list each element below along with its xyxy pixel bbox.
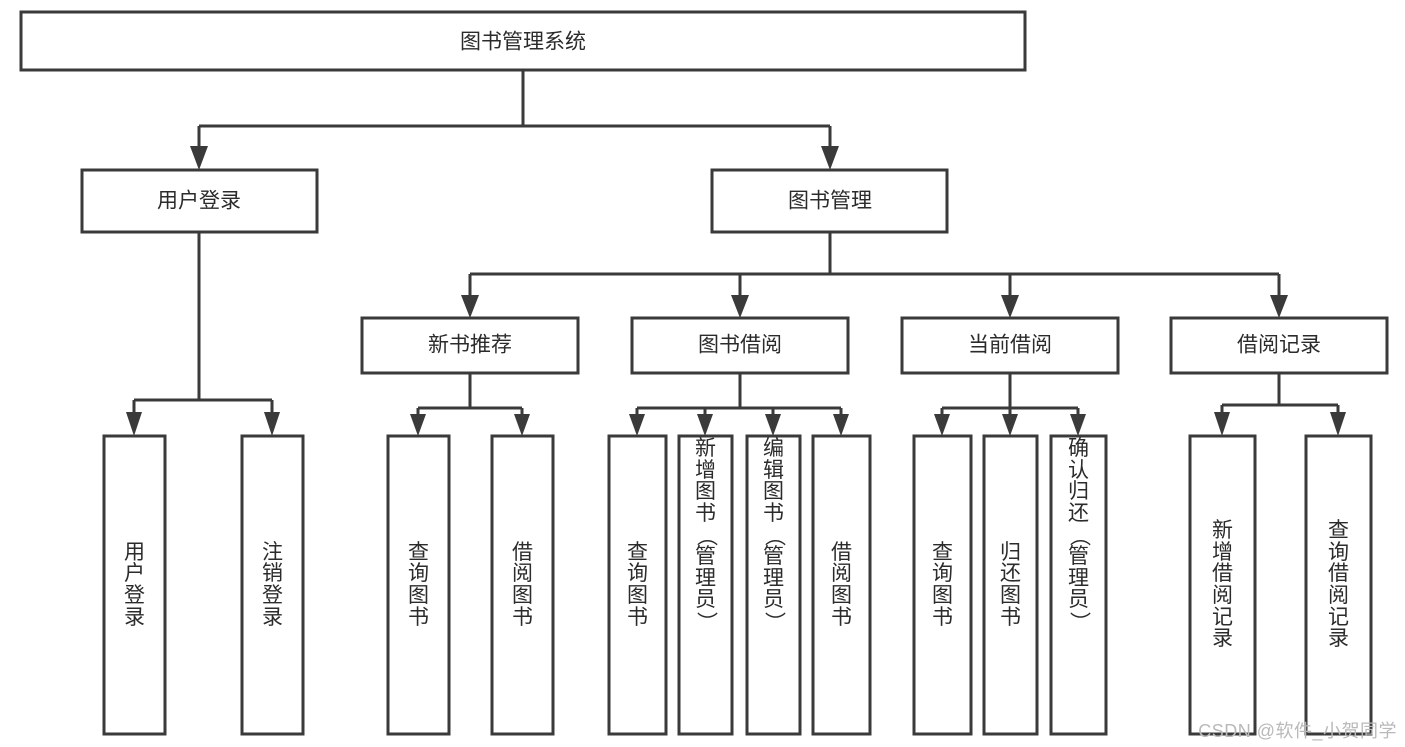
node-newbook-label: 新书推荐	[428, 334, 512, 357]
arrow-leaf-query-book-1	[410, 414, 426, 436]
arrow-leaf-borrow-book-2	[833, 414, 849, 436]
arrow-leaf-return-book	[1002, 414, 1018, 436]
node-records-label: 借阅记录	[1237, 334, 1321, 357]
arrow-leaf-query-record	[1330, 412, 1346, 436]
node-leaf-query-book-2[interactable]	[607, 434, 668, 736]
node-login[interactable]	[80, 168, 319, 234]
node-leaf-borrow-book-1[interactable]	[490, 434, 555, 736]
node-leaf-query-book-3[interactable]	[912, 434, 973, 736]
node-bookmgmt[interactable]	[710, 168, 949, 234]
arrow-leaf-add-record	[1214, 412, 1230, 436]
node-bookmgmt-label: 图书管理	[788, 190, 872, 213]
arrow-leaf-add-book	[697, 414, 713, 436]
node-current-label: 当前借阅	[968, 334, 1052, 357]
arrow-leaf-query-book-2	[629, 414, 645, 436]
node-leaf-add-book[interactable]	[677, 434, 734, 736]
node-leaf-user-login[interactable]	[102, 434, 167, 736]
arrow-leaf-user-login	[126, 412, 142, 436]
arrow-leaf-edit-book	[765, 414, 781, 436]
csdn-watermark: CSDN @软件_小贺同学	[1198, 721, 1397, 741]
arrow-to-borrow	[731, 295, 749, 318]
arrow-to-current	[1001, 295, 1019, 318]
arrow-to-newbook	[461, 295, 479, 318]
node-leaf-borrow-book-2[interactable]	[811, 434, 872, 736]
node-newbook[interactable]	[360, 316, 580, 375]
node-leaf-add-record[interactable]	[1188, 434, 1257, 736]
node-leaf-confirm-return[interactable]	[1049, 434, 1108, 736]
arrow-leaf-confirm-return	[1070, 414, 1086, 436]
arrow-leaf-query-book-3	[934, 414, 950, 436]
arrow-to-login	[190, 146, 208, 170]
node-root[interactable]	[19, 10, 1027, 72]
node-layer: 图书管理系统 用户登录 图书管理 新书推荐 图书借阅 当前借阅 借阅记录	[19, 10, 1389, 736]
node-login-label: 用户登录	[157, 190, 241, 213]
node-borrow[interactable]	[630, 316, 850, 375]
node-leaf-return-book[interactable]	[982, 434, 1039, 736]
node-records[interactable]	[1169, 316, 1389, 375]
connector-layer	[126, 70, 1346, 436]
arrow-to-records	[1270, 295, 1288, 318]
node-borrow-label: 图书借阅	[698, 334, 782, 357]
arrow-leaf-user-logout	[264, 412, 280, 436]
node-leaf-query-book-1[interactable]	[386, 434, 451, 736]
node-leaf-edit-book[interactable]	[745, 434, 802, 736]
arrow-leaf-borrow-book-1	[514, 414, 530, 436]
node-current[interactable]	[900, 316, 1120, 375]
arrow-to-bookmgmt	[821, 146, 839, 170]
node-root-label: 图书管理系统	[460, 31, 586, 54]
node-leaf-query-record[interactable]	[1304, 434, 1373, 736]
node-leaf-user-logout[interactable]	[240, 434, 305, 736]
